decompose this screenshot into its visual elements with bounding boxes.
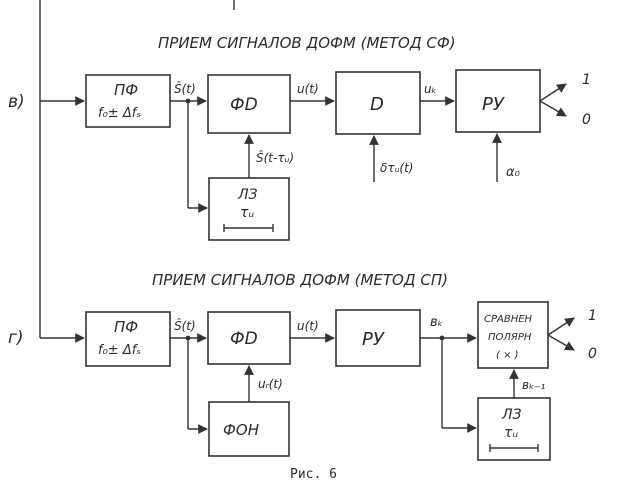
signal-ur: uᵣ(t): [258, 377, 283, 391]
ru-decision-label-2: РУ: [362, 329, 385, 350]
fd-detector-block-1: [207, 74, 291, 134]
signal-uk: uₖ: [424, 82, 437, 96]
lz-delay-block-1: [208, 177, 290, 241]
signal-s-delayed: Ŝ(t-τᵤ): [256, 150, 294, 165]
lz-delay-tau-1: τᵤ: [240, 205, 254, 221]
ru-decision-block-2: [335, 309, 421, 367]
compare-label-line3: ( × ): [496, 350, 519, 361]
cmp-output-0-wire: [547, 334, 575, 351]
figure-caption: Рис. 6: [290, 467, 337, 482]
pf-filter-label-2: ПФ: [114, 318, 138, 336]
fon-block-label: ФОН: [223, 421, 259, 439]
fd-detector-block-2: [207, 311, 291, 365]
signal-alpha: α₀: [506, 165, 521, 180]
signal-delta: δτᵤ(t): [380, 161, 414, 175]
fd-detector-label-1: ФD: [230, 95, 258, 115]
signal-s-hat-1: Ŝ(t): [174, 81, 196, 96]
ru-decision-block-1: [455, 69, 541, 133]
signal-u-2: u(t): [297, 319, 319, 333]
pf-filter-band-2: f₀± Δfₛ: [98, 343, 141, 358]
ru1-output-0-wire: [539, 100, 567, 117]
row-label-v: в): [8, 92, 25, 112]
cmp-output-1-wire: [547, 317, 575, 336]
signal-bk-1: вₖ₋₁: [522, 378, 546, 392]
lz-delay-label-1: ЛЗ: [237, 187, 258, 203]
output-one-label-2: 1: [588, 308, 597, 324]
polarity-compare-block: [477, 301, 549, 369]
pf-filter-block-1: [85, 74, 171, 128]
signal-s-hat-2: Ŝ(t): [174, 318, 196, 333]
d-block: [335, 71, 421, 135]
pf-filter-label-1: ПФ: [114, 81, 138, 99]
lz-delay-tau-2: τᵤ: [504, 425, 518, 441]
signal-u-1: u(t): [297, 82, 319, 96]
output-one-label-1: 1: [582, 72, 591, 88]
title-method-sp: ПРИЕМ СИГНАЛОВ ДОФМ (МЕТОД СП): [152, 271, 448, 289]
output-zero-label-1: 0: [582, 112, 591, 128]
compare-label-line2: ПОЛЯРН: [488, 332, 532, 343]
pf-filter-block-2: [85, 311, 171, 367]
fon-block: [208, 401, 290, 457]
row-label-g: г): [8, 328, 24, 348]
fd-detector-label-2: ФD: [230, 329, 258, 349]
compare-label-line1: СРАВНЕН: [484, 314, 533, 325]
d-block-label: D: [370, 94, 384, 115]
title-method-sf: ПРИЕМ СИГНАЛОВ ДОФМ (МЕТОД СФ): [158, 34, 456, 52]
lz-delay-label-2: ЛЗ: [501, 407, 522, 423]
ru-decision-label-1: РУ: [482, 94, 505, 115]
ru1-output-1-wire: [539, 83, 567, 102]
output-zero-label-2: 0: [588, 346, 597, 362]
pf-filter-band-1: f₀± Δfₛ: [98, 106, 141, 121]
signal-bk: вₖ: [430, 315, 443, 330]
